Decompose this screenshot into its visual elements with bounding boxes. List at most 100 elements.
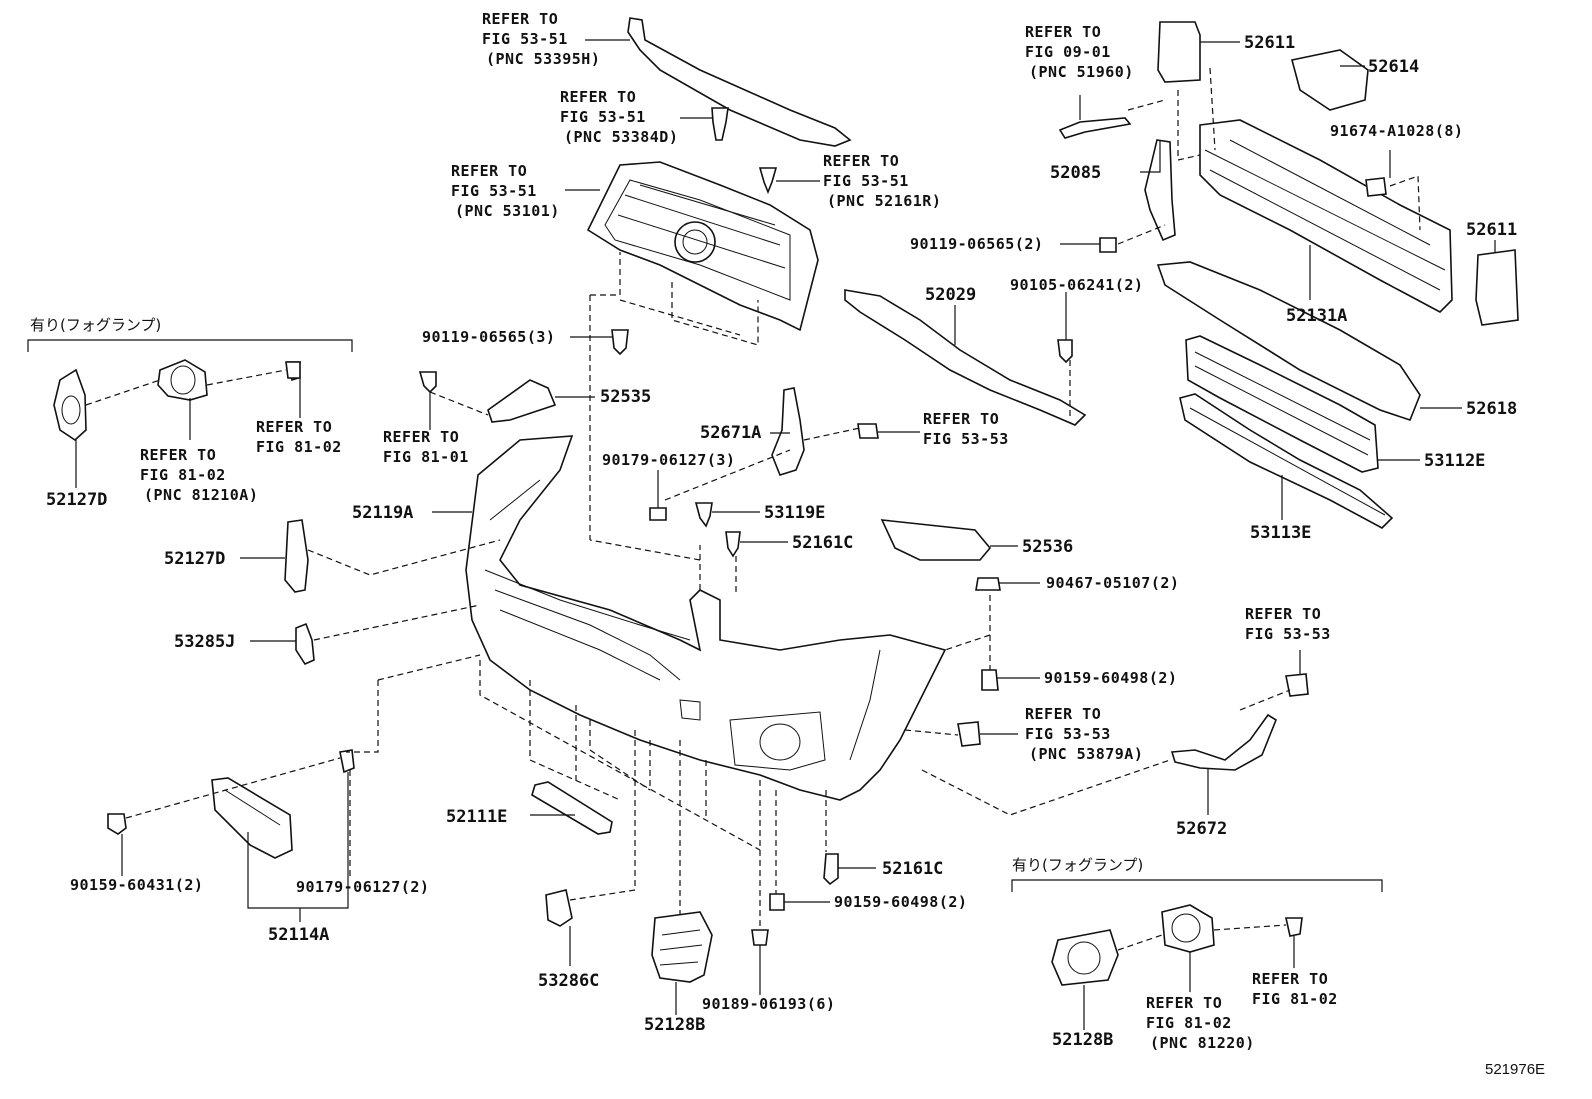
part-label: 90159-60498(2) [1044,669,1177,687]
refer-line: REFER TO [1025,23,1101,41]
fog-cover-bracket-left-shape [284,519,309,593]
fog-option-bracket-left [27,339,353,352]
part-label: 91674-A1028(8) [1330,122,1463,140]
refer-block-53879A: REFER TO FIG 53-53 (PNC 53879A) [1025,705,1143,763]
refer-line: FIG 81-01 [383,448,469,466]
refer-block-53101: REFER TO FIG 53-51 (PNC 53101) [451,162,560,220]
bumper-bracket-52535-shape [487,379,557,423]
refer-line: REFER TO [451,162,527,180]
bumper-strip-52111E-shape [531,781,613,835]
refer-line: REFER TO [1245,605,1321,623]
refer-block-53-53-right: REFER TO FIG 53-53 [1245,605,1331,643]
fender-liner-clip-shape [295,622,315,666]
part-label: 90119-06565(2) [910,235,1043,253]
part-label: 90189-06193(6) [702,995,835,1013]
part-label: 52535 [600,387,651,407]
refer-line: FIG 53-51 [560,108,646,126]
radiator-grille-shape [586,161,819,332]
part-label: 52611 [1244,33,1295,53]
refer-line: FIG 81-02 [1146,1014,1232,1032]
fog-cover-52128B-left-shape [651,911,713,983]
bumper-beam-52131A-shape [1199,119,1453,313]
refer-line: REFER TO [256,418,332,436]
bolt-90105-06241-shape [1057,339,1073,364]
part-label: 52029 [925,285,976,305]
lower-grille-53112E-shape [1185,335,1379,473]
refer-line: REFER TO [1146,994,1222,1012]
refer-block-81-02-left: REFER TO FIG 81-02 [256,418,342,456]
refer-block-81210A: REFER TO FIG 81-02 (PNC 81210A) [140,446,258,504]
bolt-91674-shape [1365,177,1387,197]
refer-line: FIG 53-53 [1025,725,1111,743]
part-label: 52161C [882,859,943,879]
part-label: 52128B [1052,1030,1113,1050]
refer-block-81220: REFER TO FIG 81-02 (PNC 81220) [1146,994,1255,1052]
leader-lines [75,39,1496,1030]
refer-line: FIG 53-53 [1245,625,1331,643]
part-label: 52618 [1466,399,1517,419]
refer-block-81-01: REFER TO FIG 81-01 [383,428,469,466]
refer-line: FIG 09-01 [1025,43,1111,61]
right-fog-lamp-group-shape [1051,904,1303,986]
grille-clip-shape [711,107,729,141]
front-bumper-cover-shape [465,435,947,801]
part-label: 52672 [1176,819,1227,839]
tow-hook-cover-53286C-shape [545,889,573,927]
refer-line: REFER TO [823,152,899,170]
refer-line: (PNC 53879A) [1029,745,1143,763]
nut-90467-05107-shape [975,577,1001,591]
refer-line: (PNC 53101) [455,202,560,220]
part-label: 53286C [538,971,599,991]
clip-52161C-b-shape [823,853,839,886]
part-label: 52671A [700,423,761,443]
emblem-clip-shape [758,167,778,195]
fog-lamp-note-right: 有り(フォグランプ) [1012,856,1143,874]
refer-line: FIG 81-02 [140,466,226,484]
part-label: 90179-06127(2) [296,878,429,896]
part-label: 90159-60431(2) [70,876,203,894]
diagram-id: 521976E [1485,1061,1545,1078]
refer-line: REFER TO [923,410,999,428]
bracket-52085-shape [1144,139,1176,242]
refer-block-81-02-right: REFER TO FIG 81-02 [1252,970,1338,1008]
part-label: 52128B [644,1015,705,1035]
clip-90189-06193-shape [751,929,769,946]
refer-line: (PNC 81220) [1150,1034,1255,1052]
clip-52161C-ref-shape [857,423,879,439]
refer-line: REFER TO [140,446,216,464]
part-label: 52127D [164,549,225,569]
part-label: 53119E [764,503,825,523]
bumper-bracket-52671A-shape [771,387,805,476]
refer-block-53384D: REFER TO FIG 53-51 (PNC 53384D) [560,88,678,146]
bolt-81-01-shape [418,371,437,394]
part-label: 90179-06127(3) [602,451,735,469]
dashed-guide-lines [85,67,1421,951]
part-label: 52111E [446,807,507,827]
refer-block-51960: REFER TO FIG 09-01 (PNC 51960) [1025,23,1134,81]
bolt-90159-60498-2b-shape [769,893,785,911]
part-label: 52114A [268,925,329,945]
bracket-52536-shape [880,519,992,561]
license-bracket-52114A-shape [211,777,293,859]
refer-block-53395H: REFER TO FIG 53-51 (PNC 53395H) [482,10,600,68]
refer-line: FIG 53-51 [482,30,568,48]
upper-support-bar-shape [627,17,852,147]
refer-line: (PNC 51960) [1029,63,1134,81]
screw-90119-06565-3-shape [611,329,629,356]
bolt-90159-60431-shape [107,813,127,835]
part-label: 52536 [1022,537,1073,557]
part-label: 52161C [792,533,853,553]
refer-line: REFER TO [1252,970,1328,988]
part-label: 90119-06565(3) [422,328,555,346]
refer-line: (PNC 81210A) [144,486,258,504]
screw-81-02-shape [285,361,301,379]
part-label: 52119A [352,503,413,523]
part-label: 52085 [1050,163,1101,183]
refer-line: FIG 53-51 [451,182,537,200]
lower-grille-53113E-shape [1179,393,1394,529]
clip-90179-06127-2-shape [339,749,355,774]
refer-line: FIG 81-02 [256,438,342,456]
clip-90179-06127-3-shape [649,507,667,521]
part-label: 52131A [1286,306,1347,326]
